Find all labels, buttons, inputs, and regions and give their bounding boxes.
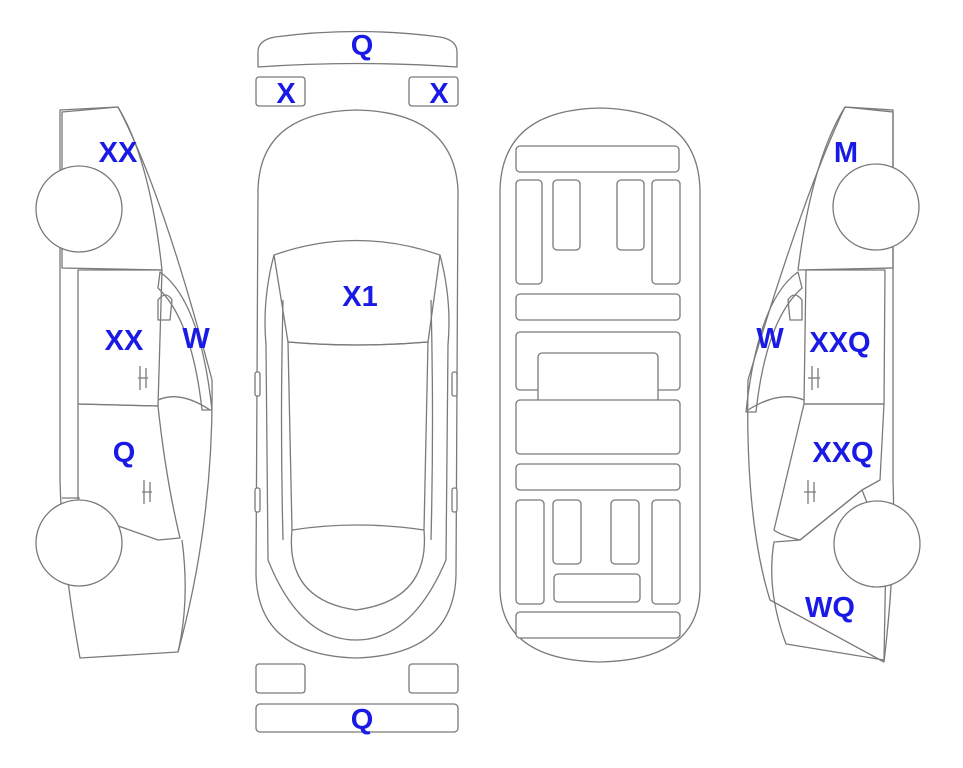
- top-view-car: [254, 109, 459, 659]
- front-left-lamp[interactable]: [255, 76, 306, 107]
- label-left-rear-door: Q: [113, 437, 136, 469]
- label-right-front-door: XXQ: [809, 327, 870, 359]
- left-front-fender[interactable]: [61, 106, 163, 271]
- label-right-quarter-panel: WQ: [805, 592, 855, 624]
- underbody-view: [499, 107, 701, 663]
- rear-bumper[interactable]: [255, 703, 459, 733]
- label-front-bumper: Q: [351, 30, 374, 62]
- label-rear-bumper: Q: [351, 704, 374, 736]
- rear-left-lamp[interactable]: [255, 663, 306, 694]
- label-hood: X1: [342, 281, 377, 313]
- label-front-right-lamp: X: [429, 78, 449, 110]
- front-bumper[interactable]: [257, 30, 458, 68]
- right-front-wheel: [832, 163, 920, 251]
- label-left-a-pillar: W: [182, 323, 210, 355]
- left-rear-wheel: [35, 499, 123, 587]
- label-right-front-fender: M: [834, 137, 858, 169]
- right-rear-wheel: [833, 500, 921, 588]
- rear-right-lamp[interactable]: [408, 663, 459, 694]
- label-left-front-door: XX: [105, 325, 144, 357]
- left-a-pillar[interactable]: [157, 271, 213, 411]
- left-front-wheel: [35, 165, 123, 253]
- label-front-left-lamp: X: [276, 78, 296, 110]
- right-a-pillar[interactable]: [745, 271, 803, 413]
- right-rear-door[interactable]: [773, 403, 885, 541]
- right-side-view: [745, 106, 921, 663]
- label-right-a-pillar: W: [756, 323, 784, 355]
- right-quarter-panel[interactable]: [771, 489, 887, 661]
- label-right-rear-door: XXQ: [812, 437, 873, 469]
- right-front-fender[interactable]: [797, 106, 894, 271]
- left-side-view: [35, 106, 213, 659]
- label-left-front-fender: XX: [99, 137, 138, 169]
- front-right-lamp[interactable]: [408, 76, 459, 107]
